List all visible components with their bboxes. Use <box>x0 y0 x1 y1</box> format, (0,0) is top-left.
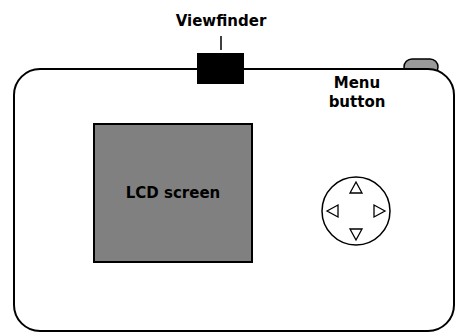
lcd-screen: LCD screen <box>93 123 253 263</box>
leader-line <box>220 36 222 50</box>
screen-label: LCD screen <box>126 184 220 203</box>
menu-dpad <box>322 177 390 245</box>
part-label: Menu button <box>322 74 392 112</box>
right-arrow <box>374 205 385 217</box>
camera-body <box>14 69 454 331</box>
up-arrow <box>350 182 362 193</box>
down-arrow <box>350 229 362 240</box>
viewfinder-window <box>197 53 244 84</box>
left-arrow <box>327 205 338 217</box>
part-label: Viewfinder <box>151 12 291 31</box>
